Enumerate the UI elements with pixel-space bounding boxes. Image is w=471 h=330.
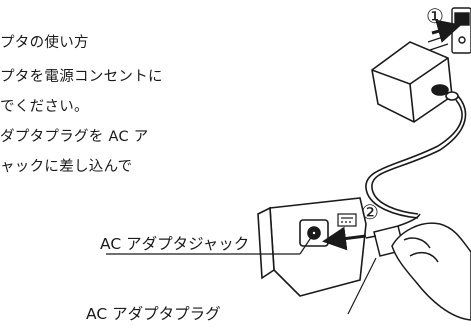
adapter-prongs xyxy=(427,35,449,51)
step1-arrow-icon xyxy=(431,19,462,43)
step1-marker: ① xyxy=(426,4,444,28)
wall-outlet xyxy=(451,7,471,54)
ac-adapter-body xyxy=(371,41,459,123)
instruction-line-1: プタの使い方 xyxy=(0,35,89,51)
jack-leader-line xyxy=(106,235,313,255)
instruction-line-4: ダプタプラグを AC ア xyxy=(0,129,149,145)
step2-marker: ② xyxy=(361,200,379,224)
hand-illustration xyxy=(391,222,471,321)
instruction-line-5: ャックに差し込んで xyxy=(0,159,133,175)
ac-adapter-jack-label: AC アダプタジャック xyxy=(100,235,250,253)
ac-adapter-plug-label: AC アダプタプラグ xyxy=(86,305,221,323)
device-body xyxy=(257,197,367,297)
step2-arrow-icon xyxy=(322,226,367,251)
instruction-line-2: プタを電源コンセントに xyxy=(0,69,163,85)
instruction-line-3: でください。 xyxy=(0,99,89,115)
dc-symbol-icon xyxy=(337,213,357,227)
plug-leader-line xyxy=(347,257,377,315)
adapter-cable xyxy=(365,95,467,219)
